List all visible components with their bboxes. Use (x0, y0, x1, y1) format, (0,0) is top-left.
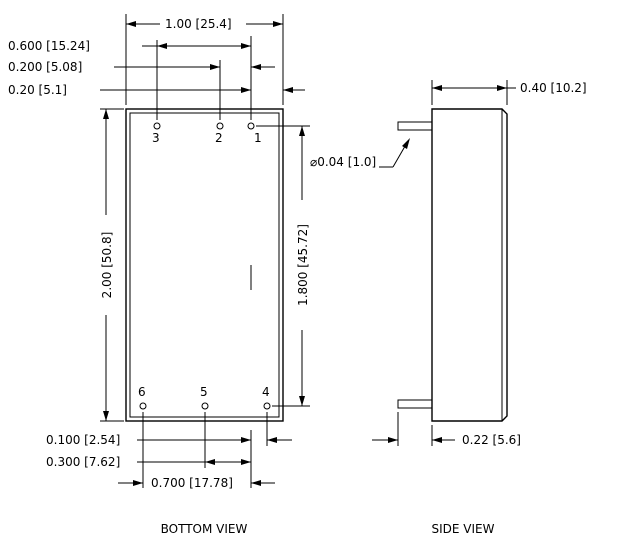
dim-depth: 0.40 [10.2] (520, 81, 587, 95)
pin-label-2: 2 (215, 131, 223, 145)
pin-hole-3 (153, 122, 161, 130)
bottom-view-title: BOTTOM VIEW (161, 522, 248, 536)
dim-pin2-offset: 0.200 [5.08] (8, 60, 82, 74)
pin-hole-1 (247, 122, 255, 130)
pin-label-5: 5 (200, 385, 208, 399)
dim-pin5-offset: 0.300 [7.62] (46, 455, 120, 469)
pin-hole-4 (263, 402, 271, 410)
dim-pin-length: 0.22 [5.6] (462, 433, 521, 447)
module-outline (125, 108, 284, 422)
pin-label-3: 3 (152, 131, 160, 145)
dim-pin3-offset: 0.600 [15.24] (8, 39, 90, 53)
pin-hole-6 (139, 402, 147, 410)
pin-hole-5 (201, 402, 209, 410)
dim-pin4-offset: 0.100 [2.54] (46, 433, 120, 447)
side-pin-bottom (397, 399, 433, 409)
dim-top-width: 1.00 [25.4] (165, 17, 232, 31)
pin-label-4: 4 (262, 385, 270, 399)
side-pin-top (397, 121, 433, 131)
dim-pin-span: 1.800 [45.72] (296, 224, 310, 306)
pin-label-1: 1 (254, 131, 262, 145)
dim-edge-offset-top: 0.20 [5.1] (8, 83, 67, 97)
side-view-title: SIDE VIEW (432, 522, 495, 536)
dim-pin-spacing-bottom: 0.700 [17.78] (151, 476, 233, 490)
side-body-outline (431, 108, 508, 422)
bottom-view: 3 2 1 6 5 4 1.00 [25.4] 0.600 [15.24] 0.… (8, 14, 410, 536)
pin-label-6: 6 (138, 385, 146, 399)
pin-hole-2 (216, 122, 224, 130)
dim-pin-diameter: ⌀0.04 [1.0] (310, 155, 376, 169)
side-view: 0.40 [10.2] 0.22 [5.6] SIDE VIEW (372, 80, 587, 536)
module-inner-outline (129, 112, 280, 418)
dim-height: 2.00 [50.8] (100, 232, 114, 299)
